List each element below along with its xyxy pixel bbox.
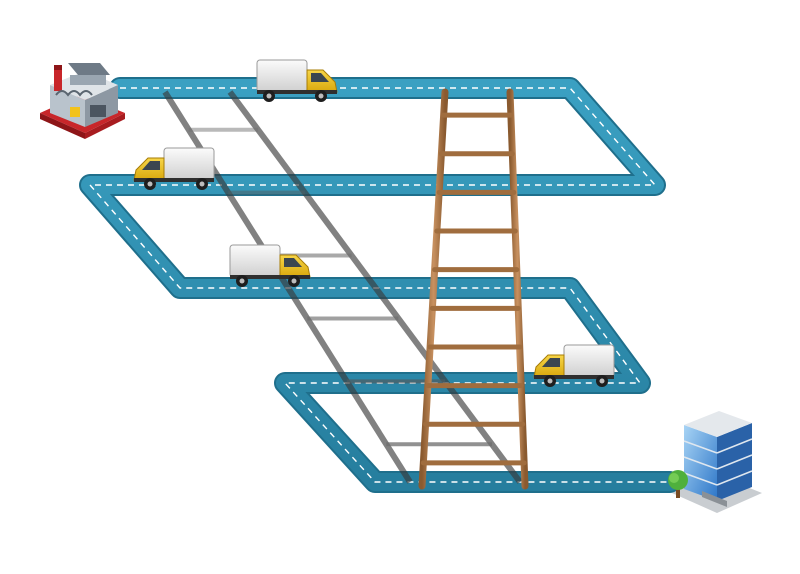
ladder	[418, 88, 529, 490]
trucks	[133, 59, 615, 387]
shadow-rail-right	[227, 90, 523, 484]
office-building-icon	[672, 411, 762, 513]
delivery-truck-icon	[256, 59, 338, 102]
delivery-truck-icon	[133, 147, 215, 190]
tree-icon	[668, 470, 688, 498]
delivery-truck-icon	[229, 244, 311, 287]
ladder-rail-right	[506, 88, 529, 490]
factory-icon	[40, 63, 125, 139]
road	[79, 77, 681, 493]
ladder-rail-left	[418, 88, 449, 490]
delivery-truck-icon	[533, 344, 615, 387]
